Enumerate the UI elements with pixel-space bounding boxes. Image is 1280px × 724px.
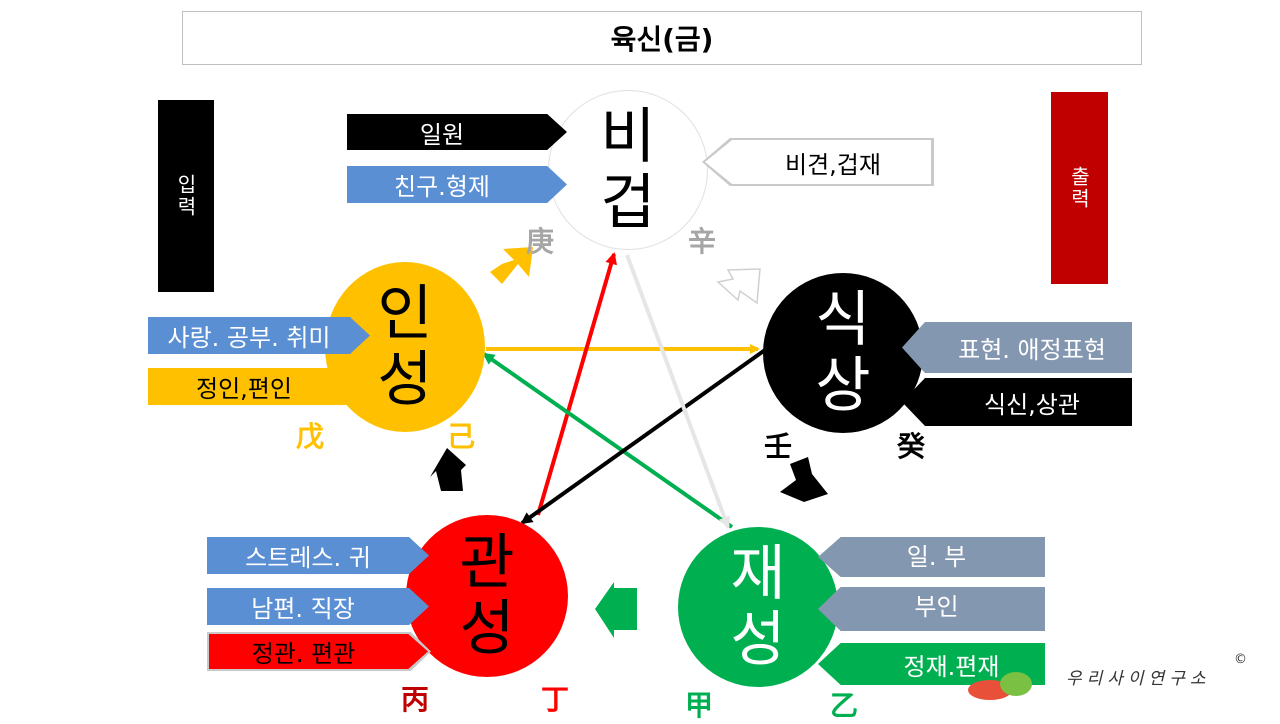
cycle-arrow-bigeop-to-sigsang [716, 268, 761, 305]
node-inseong-line2: 성 [377, 345, 433, 415]
arrow-gwanseong-to-bigeop [536, 252, 617, 516]
stem-gap: 甲 [685, 689, 714, 722]
node-gwanseong: 관 성 [406, 515, 568, 677]
cycle-arrow-jaeseong-to-gwanseong [595, 582, 637, 638]
arrow-bigeop-to-jaeseong [625, 254, 731, 529]
node-bigeop-line2: 겁 [600, 168, 656, 238]
copyright-mark: © [1234, 652, 1247, 667]
node-gwanseong-line1: 관 [459, 528, 515, 598]
output-label-box: 출력 [1051, 92, 1108, 284]
node-sigsang-line1: 식 [815, 285, 871, 355]
cycle-arrow-gwanseong-to-inseong [430, 448, 466, 491]
node-sigsang: 식 상 [763, 273, 923, 433]
tag-buin: 부인 [818, 587, 1045, 631]
node-bigeop-line1: 비 [600, 102, 656, 172]
tag-siksin: 식신,상관 [902, 378, 1132, 426]
tag-sarang: 사랑. 공부. 취미 [148, 317, 370, 354]
node-sigsang-line2: 상 [815, 351, 871, 421]
tag-jeongin: 정인,편인 [148, 368, 370, 405]
input-label: 입력 [173, 174, 198, 218]
node-gwanseong-line2: 성 [459, 594, 515, 664]
stem-im: 壬 [764, 430, 793, 463]
page-title: 육신(금) [182, 11, 1142, 65]
tag-jeonggwan-fill: 정관. 편관 [209, 634, 428, 669]
watermark-text: 우리사이연구소 [1066, 669, 1211, 689]
tag-nampyeon: 남편. 직장 [207, 588, 429, 625]
input-label-box: 입력 [158, 100, 214, 292]
stem-sin: 辛 [688, 225, 717, 258]
tag-il-bu: 일. 부 [818, 537, 1045, 577]
tag-bigyeon-fill: 비견,겁재 [705, 140, 931, 184]
stem-eul: 乙 [830, 689, 859, 722]
tag-chingu: 친구.형제 [347, 166, 567, 203]
cycle-arrow-inseong-to-bigeop [490, 247, 533, 284]
node-jaeseong: 재 성 [678, 527, 838, 687]
node-jaeseong-line1: 재 [730, 539, 786, 609]
stem-gye: 癸 [897, 430, 926, 463]
stem-byeong: 丙 [401, 683, 430, 716]
node-jaeseong-line2: 성 [730, 605, 786, 675]
node-inseong-line1: 인 [377, 279, 433, 349]
stem-gi: 己 [447, 420, 476, 453]
arrow-sigsang-to-gwanseong [520, 348, 767, 525]
stem-jeong: 丁 [541, 683, 570, 716]
output-label: 출력 [1067, 166, 1091, 210]
arrow-jaeseong-to-inseong [482, 352, 734, 529]
stem-gyeong: 庚 [526, 225, 555, 258]
stem-mu: 戊 [296, 420, 325, 453]
tag-seuteureseu: 스트레스. 귀 [207, 537, 429, 574]
node-bigeop: 비 겁 [548, 90, 708, 250]
tag-ilwon: 일원 [347, 114, 567, 150]
tag-pyohyeon: 표현. 애정표현 [902, 322, 1132, 373]
cycle-arrow-sigsang-to-jaeseong [780, 457, 828, 502]
